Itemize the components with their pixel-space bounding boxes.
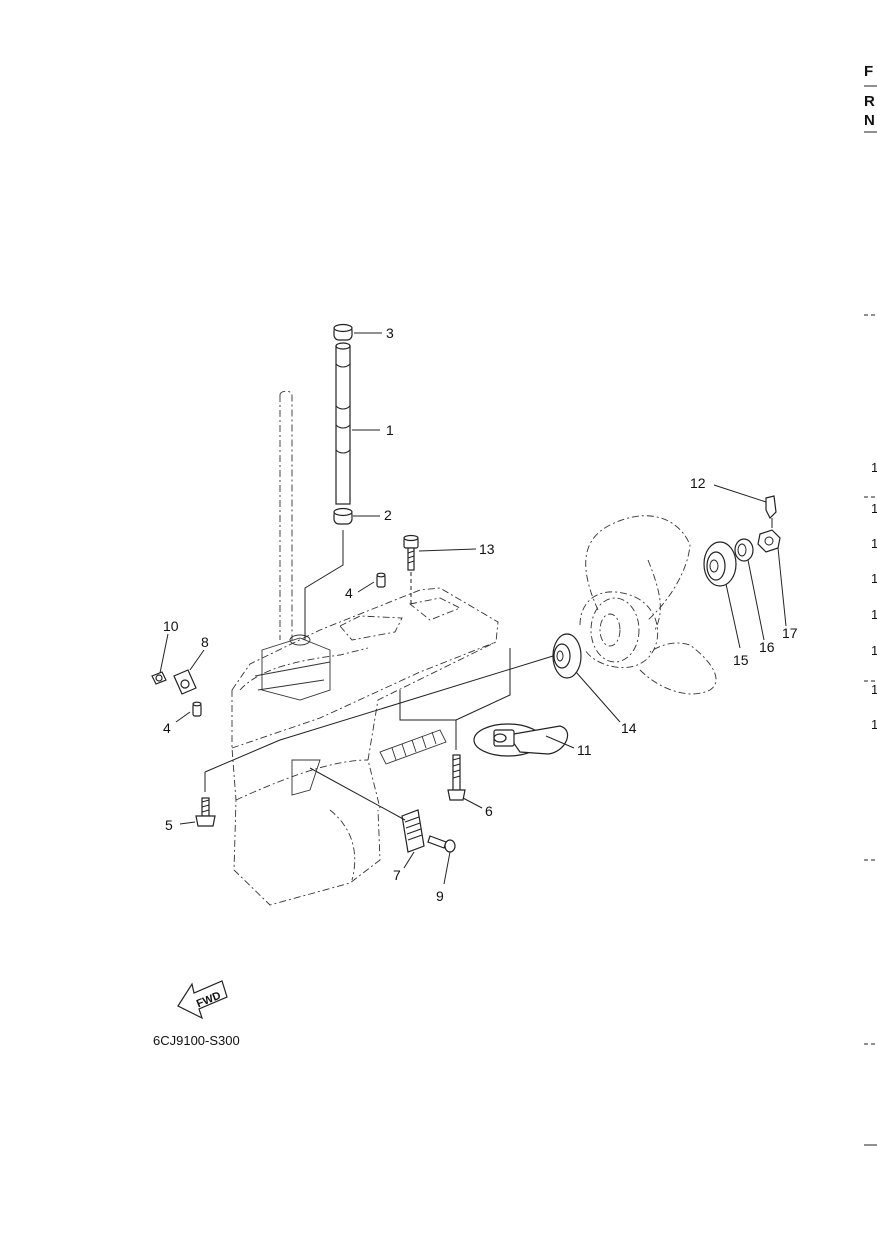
part-2-grommet — [304, 507, 353, 640]
edge-letter-f: F — [864, 63, 873, 80]
part-16-nut — [757, 529, 781, 553]
edge-number: 1 — [871, 607, 877, 622]
callout-15: 16 — [759, 639, 775, 655]
callout-7: 7 — [393, 867, 401, 883]
part-15-spacer — [734, 538, 754, 562]
edge-number: 1 — [871, 682, 877, 697]
part-1-water-tube — [335, 342, 351, 505]
callout-13: 14 — [621, 720, 637, 736]
edge-number: 1 — [871, 501, 877, 516]
leader-lines — [159, 332, 787, 885]
callout-3: 3 — [386, 325, 394, 341]
edge-number: 1 — [871, 717, 877, 732]
part-6-bolt — [399, 648, 511, 801]
callout-2: 2 — [384, 507, 392, 523]
callout-4-lower: 4 — [163, 720, 171, 736]
lower-casing-outline — [231, 390, 499, 906]
callout-labels: 3 1 2 13 4 4 5 6 7 9 8 10 11 14 15 16 17… — [163, 325, 798, 904]
part-12-bolt — [403, 534, 419, 604]
callout-16: 17 — [782, 625, 798, 641]
callout-8: 8 — [201, 634, 209, 650]
callout-9: 9 — [436, 888, 444, 904]
propeller-outline — [579, 515, 717, 695]
callout-1: 1 — [386, 422, 394, 438]
callout-4-upper: 4 — [345, 585, 353, 601]
callout-6: 6 — [485, 803, 493, 819]
part-9-screw — [427, 835, 456, 853]
part-17-cotter-pin — [765, 495, 777, 528]
part-7-cover — [309, 767, 425, 853]
part-3-bush — [333, 323, 353, 341]
edge-number: 1 — [871, 460, 877, 475]
part-13-washer — [279, 633, 582, 741]
edge-letter-n: N — [864, 112, 875, 129]
part-8-plate — [173, 669, 197, 695]
callout-14: 15 — [733, 652, 749, 668]
part-11-trim-tab — [473, 723, 569, 757]
part-4-dowel-pin-upper — [376, 572, 386, 588]
callout-10: 10 — [163, 618, 179, 634]
callout-12: 13 — [479, 541, 495, 557]
edge-number: 1 — [871, 571, 877, 586]
right-edge-column: F R N 1 1 1 1 1 1 1 1 — [864, 63, 877, 1146]
callout-11: 11 — [577, 742, 592, 758]
part-5-bolt — [195, 739, 281, 827]
part-10-nut — [151, 671, 167, 685]
callout-5: 5 — [165, 817, 173, 833]
edge-number: 1 — [871, 536, 877, 551]
fwd-arrow-icon: FWD — [177, 980, 228, 1020]
edge-number: 1 — [871, 643, 877, 658]
edge-letter-r: R — [864, 93, 875, 110]
diagram-code: 6CJ9100-S300 — [153, 1033, 240, 1048]
part-14-washer — [703, 541, 737, 587]
part-4-dowel-pin-lower — [192, 701, 202, 717]
callout-17: 12 — [690, 475, 706, 491]
